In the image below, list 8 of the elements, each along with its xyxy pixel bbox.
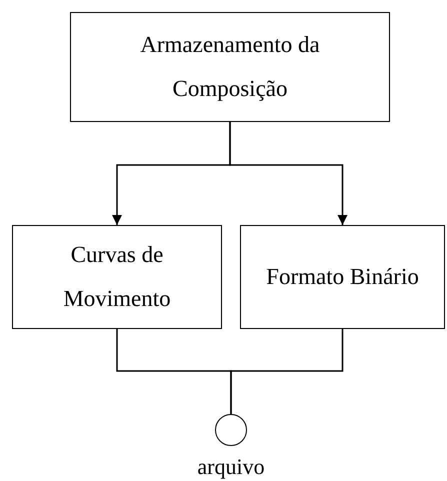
node-caption: arquivo — [197, 456, 265, 478]
node-label: Formato Binário — [265, 263, 420, 291]
process-box — [70, 12, 390, 122]
node-label: Armazenamento da Composição — [139, 31, 321, 103]
process-box — [12, 225, 222, 329]
connector-arrow — [229, 122, 348, 225]
node-label: Curvas de Movimento — [62, 241, 172, 313]
process-box — [240, 225, 445, 329]
